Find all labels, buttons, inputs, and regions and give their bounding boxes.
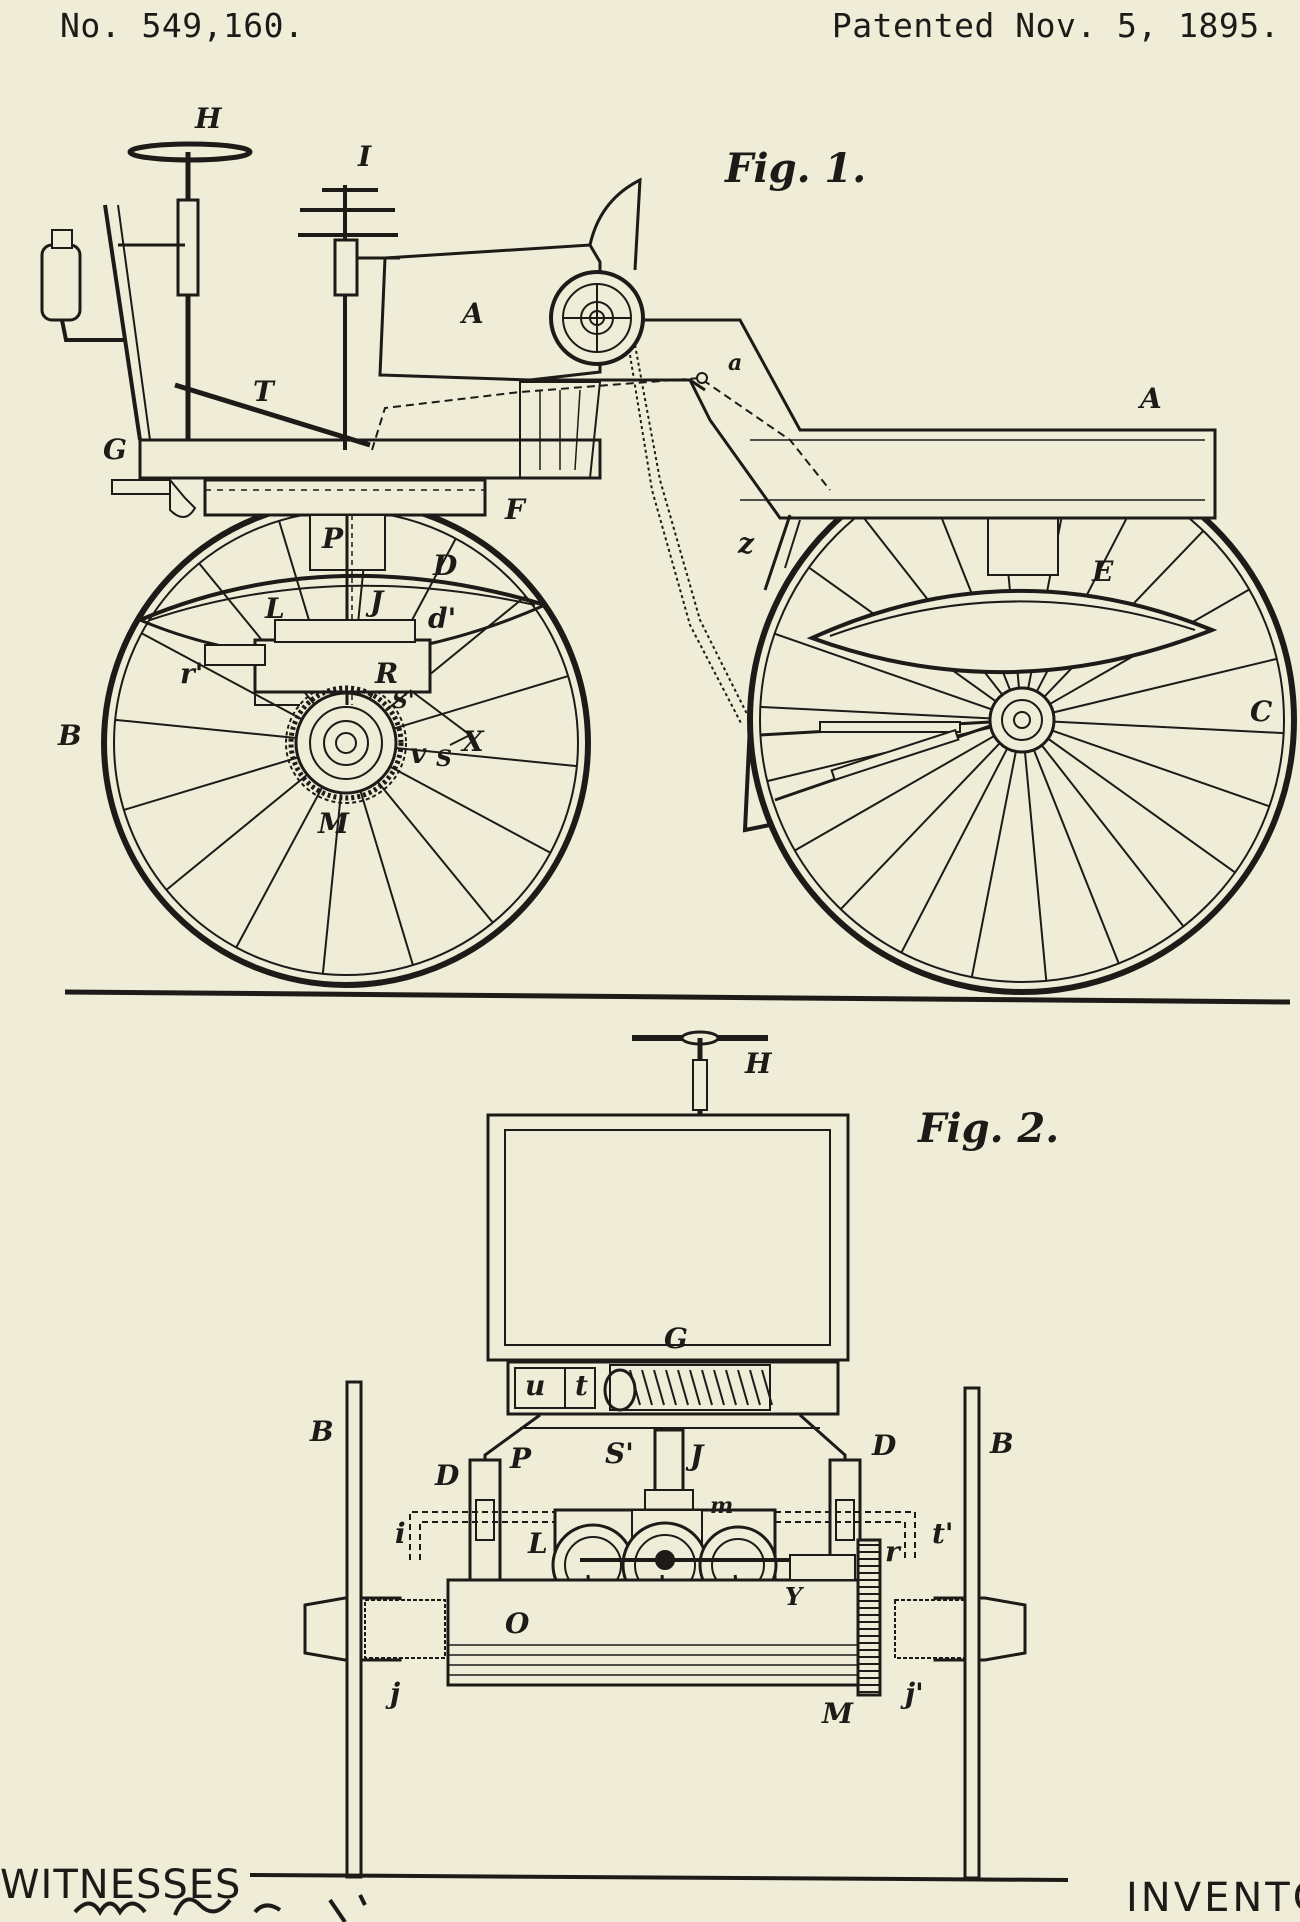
wheel-spoke [393,675,569,730]
fig1-label-J: J [370,585,384,618]
fig1-title: Fig. 1. [725,145,867,192]
fig1-label-X: X [462,725,484,758]
fig2-label-Y: Y [785,1582,803,1611]
wheel-spoke [794,735,995,852]
wheel-spoke [900,747,1009,954]
worm-tooth [749,1369,761,1406]
wheel-spoke [1051,729,1270,808]
wheel-spoke [359,790,414,966]
fig1-label-a: a [728,350,743,376]
worm-tooth [725,1369,737,1406]
wheel-spoke [395,746,577,768]
worm-tooth [653,1369,665,1406]
fig2-label-B-right: B [990,1427,1014,1460]
fig1-label-d1: d' [428,602,457,635]
fig2-label-t1: t' [932,1517,954,1550]
fig1-label-M: M [318,807,349,840]
wheel-spoke [1052,657,1277,714]
fig2-drawing [249,1030,1069,1882]
fig1-label-H: H [195,102,222,135]
worm-tooth [689,1369,701,1406]
worm-tooth [665,1369,677,1406]
worm-tooth [737,1369,749,1406]
fig2-label-D-right: D [872,1429,897,1462]
fig2-label-D-left: D [435,1459,460,1492]
wheel-spoke [1053,720,1284,735]
fig1-label-A-rear: A [1140,382,1162,415]
fig2-label-t: t [575,1369,588,1402]
wheel-spoke [1023,751,1048,981]
fig2-label-P: P [510,1442,532,1475]
wheel-spoke [1047,737,1236,874]
fig2-label-M: M [822,1697,853,1730]
wheel-spoke [123,756,299,811]
wheel-spoke [970,751,1017,978]
fig1-label-I: I [358,140,372,173]
wheel-spoke [774,632,993,711]
wheel-spoke [1040,744,1185,927]
worm-tooth [761,1369,773,1406]
fig1-column-I [298,185,400,450]
fig2-label-H: H [745,1047,772,1080]
fig2-label-r: r [885,1535,900,1568]
worm-tooth [677,1369,689,1406]
fig1-label-F: F [505,493,525,526]
fig1-label-P: P [322,522,344,555]
fig1-label-v: v [410,737,427,770]
wheel-spoke [840,742,1001,910]
witnesses-label: WITNESSES [0,1862,242,1908]
fig2-label-S1: S' [605,1437,634,1470]
wheel-spoke [165,773,308,891]
wheel-spoke [760,705,991,720]
fig1-label-E: E [1092,555,1114,588]
fig2-label-j: j [390,1677,401,1710]
fig1-label-T: T [253,375,274,408]
witness-signature [73,1894,367,1922]
fig1-label-S: S [436,746,452,772]
fig1-label-z: z [738,527,754,560]
wheel-spoke [1032,749,1120,964]
patent-date: Patented Nov. 5, 1895. [831,6,1280,45]
fig1-drawing [40,141,1297,1005]
worm-tooth [641,1369,653,1406]
wheel-spoke [389,765,551,854]
fig2-label-O: O [505,1607,530,1640]
fig1-steering-column [40,141,371,448]
fig1-body [103,177,1217,520]
fig2-label-G: G [664,1322,688,1355]
wheel-spoke [235,786,324,948]
fig1-label-L: L [265,592,285,625]
fig1-label-G: G [103,433,127,466]
fig2-label-B-left: B [310,1415,334,1448]
fig1-chain-drive [549,270,991,833]
fig2-title: Fig. 2. [918,1105,1060,1152]
wheel-spoke [321,792,343,974]
fig2-label-J: J [690,1439,704,1472]
fig2-label-j1: j' [905,1677,924,1710]
fig2-label-m: m [710,1493,734,1519]
worm-tooth [701,1369,713,1406]
fig2-label-i: i [395,1517,406,1550]
worm-tooth [713,1369,725,1406]
fig1-label-A-seat: A [462,297,484,330]
patent-number: No. 549,160. [60,6,305,45]
wheel-spoke [115,718,297,740]
fig1-label-r1: r' [180,657,204,690]
fig1-label-B: B [58,719,82,752]
fig1-label-S1: S' [392,688,415,714]
fig2-label-u: u [525,1369,546,1402]
wheel-spoke [376,781,494,924]
fig1-label-R: R [375,657,399,690]
fig2-label-L: L [528,1527,548,1560]
fig1-label-D: D [433,549,458,582]
inventor-label: INVENTOR [1126,1875,1300,1921]
fig1-label-C: C [1250,695,1273,728]
